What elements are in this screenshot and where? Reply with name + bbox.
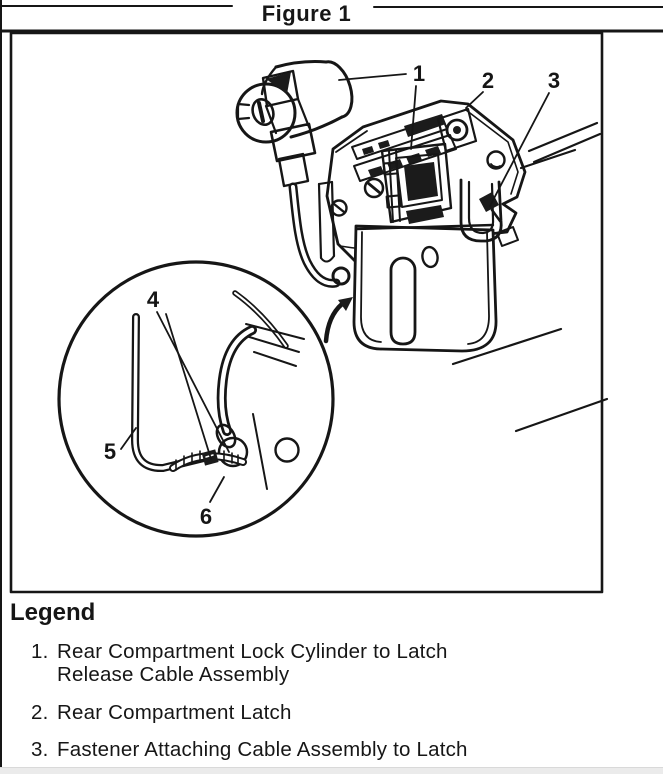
legend-item-text: Rear Compartment Lock Cylinder to Latch … (57, 640, 448, 686)
legend-item-number: 1. (31, 640, 49, 663)
top-rules (0, 5, 663, 33)
screw-icon (330, 199, 348, 217)
page-left-border (0, 0, 2, 770)
callout-2: 2 (482, 68, 494, 93)
cable-bracket (459, 178, 519, 247)
legend-item: 1. Rear Compartment Lock Cylinder to Latc… (31, 640, 519, 686)
callout-5: 5 (104, 439, 116, 464)
legend-item-number: 2. (31, 701, 49, 724)
bottom-edge-bar (0, 767, 663, 774)
striker-slot (389, 256, 417, 346)
magnifier-detail (57, 260, 335, 538)
legend-heading: Legend (10, 599, 96, 626)
legend-item: 2. Rear Compartment Latch (31, 701, 519, 724)
panel-hole (274, 437, 300, 463)
callout-6: 6 (200, 504, 212, 529)
figure-title: Figure 1 (261, 1, 352, 26)
callout-3: 3 (548, 68, 560, 93)
legend-item: 3. Fastener Attaching Cable Assembly to L… (31, 738, 519, 761)
callout-1: 1 (413, 61, 425, 86)
release-cable (288, 182, 351, 288)
legend-item-text: Fastener Attaching Cable Assembly to Lat… (57, 738, 468, 761)
figure-frame (9, 31, 604, 594)
cable-end-loop (331, 266, 351, 286)
latch-body (352, 223, 498, 353)
body-panel-lines (451, 121, 609, 433)
pointer-arrow (323, 297, 353, 344)
callout-4: 4 (147, 287, 160, 312)
legend-item-text: Rear Compartment Latch (57, 701, 292, 724)
screw-icon (363, 177, 385, 199)
cable-tie (169, 449, 247, 472)
lock-cylinder (235, 60, 354, 188)
legend-item-number: 3. (31, 738, 49, 761)
callout-leader-lines (120, 73, 550, 503)
